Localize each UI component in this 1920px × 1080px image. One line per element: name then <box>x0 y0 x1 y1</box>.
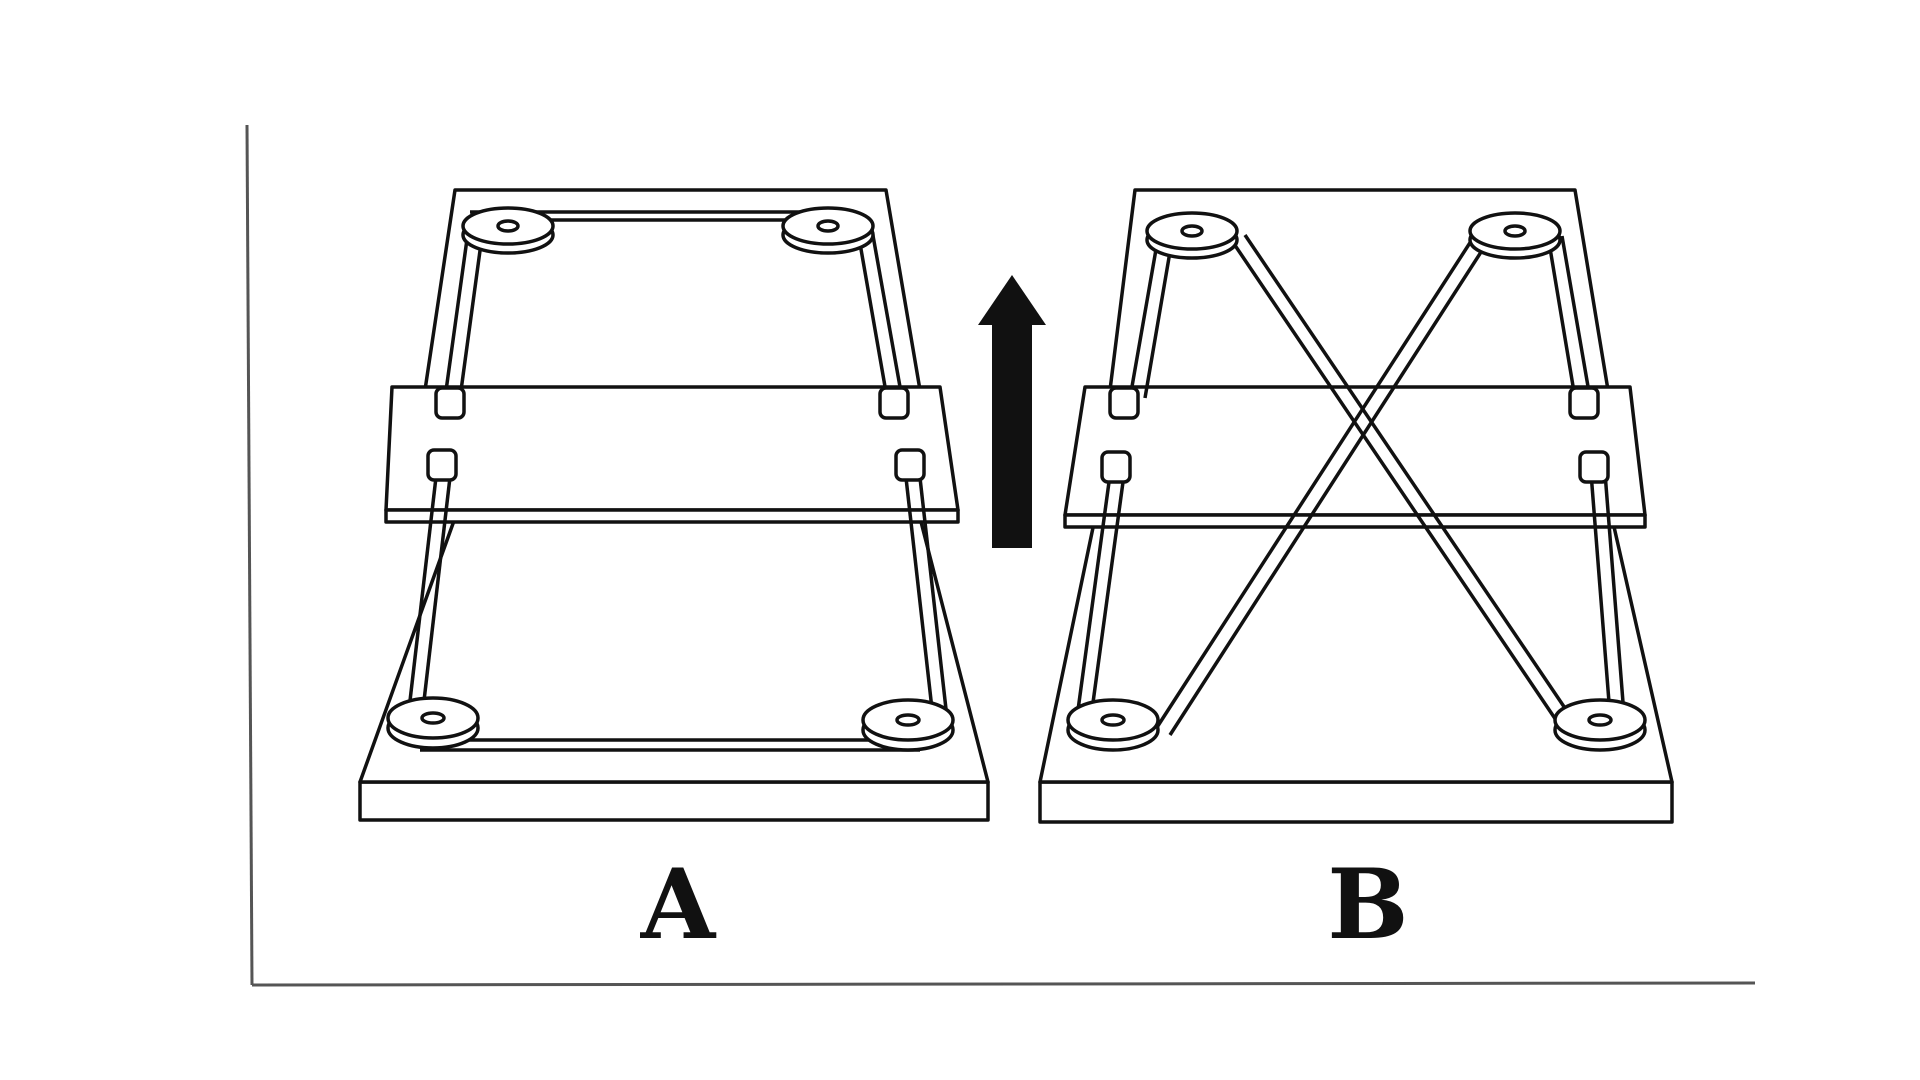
panel-b-pulley-top-left <box>1145 211 1239 260</box>
panel-a-middle-bar <box>384 385 960 524</box>
panel-a-label: A <box>640 848 717 961</box>
panel-a-pulley-bottom-right <box>861 698 955 752</box>
panel-b-pulley-top-right <box>1468 211 1562 260</box>
panel-b-pulley-bottom-left <box>1066 698 1160 752</box>
panel-b <box>1038 188 1674 824</box>
panel-a-lower-belt <box>406 459 949 752</box>
panel-b-crossed-belt <box>1150 234 1575 736</box>
panel-b-base-plate <box>1038 516 1674 824</box>
panel-a-pulley-top-right <box>781 206 875 255</box>
panel-b-side-belts <box>1076 235 1626 716</box>
panel-b-belt-clips <box>1100 386 1610 484</box>
panel-a-base-plate <box>358 516 990 822</box>
panel-b-pulley-bottom-right <box>1553 698 1647 752</box>
panel-a-belt-clips <box>426 386 926 482</box>
panel-a <box>358 188 990 822</box>
up-arrow-icon <box>978 275 1046 548</box>
panel-b-middle-bar <box>1063 385 1647 529</box>
figure-frame <box>245 124 1756 987</box>
panel-a-pulley-top-left <box>461 206 555 255</box>
panel-b-label: B <box>1327 848 1408 961</box>
panel-a-pulley-bottom-left <box>386 696 480 750</box>
